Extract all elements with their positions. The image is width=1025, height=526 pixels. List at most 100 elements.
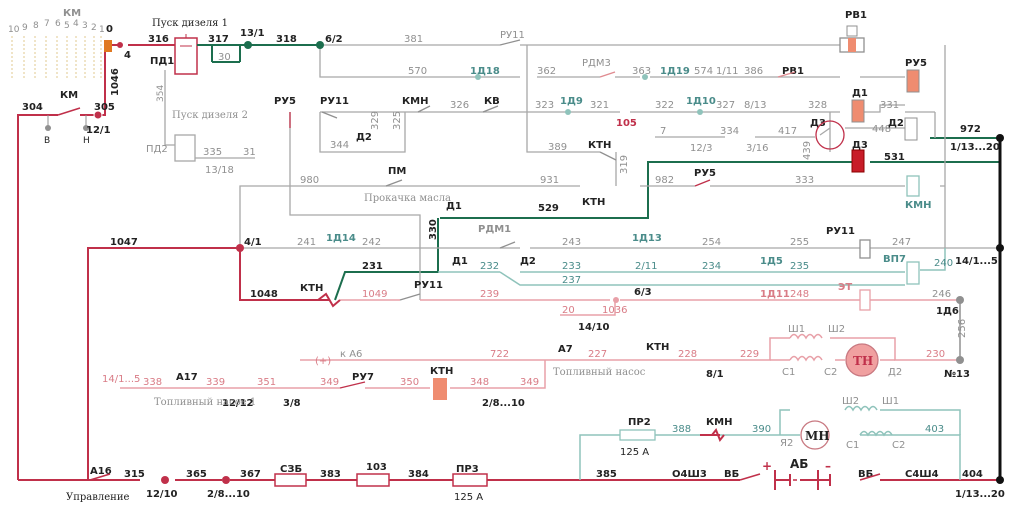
ru5-982-label: РУ5: [694, 168, 716, 179]
wire-362: 362: [537, 66, 556, 77]
d3-motor: [815, 120, 845, 150]
km-pos-10: 10: [8, 25, 20, 35]
tn-motor: [845, 343, 879, 377]
km-selector-top: КМ 10 9 8 7 6 5 4 3 2 1 0: [8, 8, 113, 80]
km-pos-6: 6: [55, 19, 61, 29]
wire-384: 384: [408, 469, 429, 480]
wire-14-1-5-mid: 14/1...5: [955, 256, 998, 267]
wire-31: 31: [243, 147, 256, 158]
wire-326: 326: [450, 100, 469, 111]
pd2-button: [174, 134, 196, 162]
sh1-mn-label: Ш1: [882, 396, 899, 407]
ya2-label: Я2: [780, 438, 793, 449]
wire-1047: [87, 247, 240, 480]
tn-field-coil: [789, 333, 823, 340]
kmn-coil-label: КМН: [905, 200, 932, 211]
wire-404: 404: [962, 469, 983, 480]
km-top-label: КМ: [63, 8, 81, 19]
wire-14-1-5-left: 14/1...5: [102, 374, 140, 385]
rv1-top-clock: [846, 25, 858, 37]
c2-mn-label: С2: [892, 440, 905, 451]
vb-right-label: ВБ: [858, 469, 873, 480]
wire-231: 231: [362, 261, 383, 272]
1d14-label: 1Д14: [326, 233, 356, 244]
pd1-label: ПД1: [150, 56, 174, 67]
wire-group-pink: [120, 299, 960, 389]
ru11-top-contact: [499, 39, 521, 46]
km-pos-1: 1: [99, 25, 105, 35]
wire-7: 7: [660, 126, 666, 137]
wire-339: 339: [206, 377, 225, 388]
wire-439: [819, 112, 831, 152]
wire-304: 304: [22, 102, 43, 113]
wire-390: 390: [752, 424, 771, 435]
wire-322: 322: [655, 100, 674, 111]
wire-1046: 1046: [110, 68, 121, 96]
wire-229: 229: [740, 349, 759, 360]
upravlenie-label: Управление: [66, 492, 129, 503]
wire-363: 363: [632, 66, 651, 77]
wire-319: 319: [619, 155, 630, 174]
ktn-389-label: КТН: [588, 140, 611, 151]
km-pos-3: 3: [82, 21, 88, 31]
wire-980: 980: [300, 175, 319, 186]
ab-plus: +: [762, 459, 772, 473]
wire-242: 242: [362, 237, 381, 248]
s4sh4-label: С4Ш4: [905, 469, 939, 480]
prokachka-label: Прокачка масла: [364, 193, 451, 204]
szb-label: СЗБ: [280, 464, 302, 475]
wire-12-12: 12/12: [222, 398, 254, 409]
wire-335: 335: [203, 147, 222, 158]
wire-344: 344: [330, 140, 349, 151]
wire-388-403: [779, 409, 961, 435]
wire-354-label: 354: [156, 85, 166, 102]
d2-coil: [904, 117, 918, 141]
km-b-label: В: [44, 136, 50, 146]
a17-label: А17: [176, 372, 198, 383]
wire-1049: 1049: [362, 289, 387, 300]
pr3-rating: 125 А: [454, 492, 483, 503]
wire-12-3: 12/3: [690, 143, 712, 154]
pr3-fuse: [452, 473, 488, 487]
wire-980: [239, 185, 905, 248]
wire-1-13-20-bottom: 1/13...20: [955, 489, 1005, 500]
d2-tn-label: Д2: [888, 367, 902, 378]
wire-227: 227: [588, 349, 607, 360]
wire-317: 317: [208, 34, 229, 45]
wire-529: 529: [538, 203, 559, 214]
ab-label: АБ: [790, 457, 808, 471]
wire-403: 403: [925, 424, 944, 435]
km-n-label: Н: [83, 136, 90, 146]
ab-minus: –: [825, 459, 831, 473]
d1-330-label: Д1: [446, 201, 462, 212]
wire-365: 365: [186, 469, 207, 480]
wire-3-16: 3/16: [746, 143, 768, 154]
wire-1-11: 1/11: [716, 66, 738, 77]
wire-331: 331: [880, 100, 899, 111]
tn-series-coil: [789, 355, 823, 362]
ktn-1048-symbol: [300, 292, 341, 308]
wire-group-right: [959, 138, 1002, 480]
wire-982: 982: [655, 175, 674, 186]
wire-14-10: 14/10: [578, 322, 610, 333]
wire-931: 931: [540, 175, 559, 186]
wire-232: 232: [480, 261, 499, 272]
rdm3-label: РДМ3: [582, 58, 611, 69]
wire-2-8-10-bottom: 2/8...10: [207, 489, 250, 500]
wire-389: 389: [548, 142, 567, 153]
pr2-label: ПР2: [628, 417, 651, 428]
ka6-label: к А6: [340, 349, 362, 360]
wire-255: 255: [790, 237, 809, 248]
wire-237: 237: [562, 275, 581, 286]
wire-8-1: 8/1: [706, 369, 724, 380]
wire-318: 318: [276, 34, 297, 45]
wire-ru5-326: [289, 111, 550, 300]
wire-20: 20: [562, 305, 575, 316]
wire-3-8: 3/8: [283, 398, 301, 409]
wire-231: [334, 218, 439, 301]
wire-241: 241: [297, 237, 316, 248]
wire-334: 334: [720, 126, 739, 137]
wire-328: 328: [808, 100, 827, 111]
sh2-tn-label: Ш2: [828, 324, 845, 335]
wire-1048: [239, 248, 300, 301]
